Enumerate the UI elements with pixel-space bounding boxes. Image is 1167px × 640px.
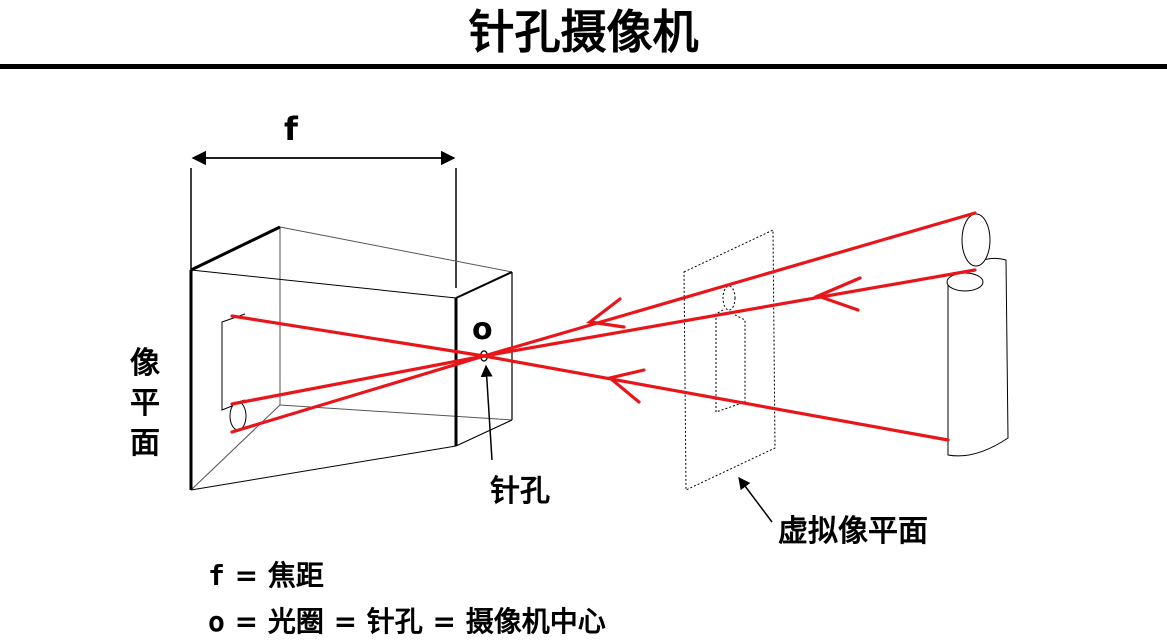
legend-f-value: = 焦距 (224, 559, 324, 592)
virtual-image-plane (683, 229, 776, 491)
focal-length-label: f (284, 110, 298, 148)
inverted-candle-image (221, 313, 247, 431)
title-underline (0, 64, 1167, 69)
ray-arrow-3 (606, 368, 646, 404)
legend-o-key: o (208, 605, 225, 638)
virtual-image-plane-label: 虚拟像平面 (778, 514, 928, 549)
ray-mid-inside (230, 354, 486, 406)
virtual-plane-pointer-arrow (738, 477, 773, 523)
pinhole-pointer-arrow (480, 364, 493, 461)
legend-o-value: = 光圈 = 针孔 = 摄像机中心 (224, 605, 606, 638)
image-plane-label: 像 平 面 (130, 346, 160, 461)
light-rays (230, 211, 977, 442)
optical-center-label: o (472, 312, 493, 347)
camera-box (189, 225, 513, 491)
ray-arrow-2 (813, 276, 862, 312)
legend-focal-length: f = 焦距 (208, 554, 324, 594)
focal-length-dimension (190, 150, 457, 288)
pinhole-label: 针孔 (490, 474, 550, 509)
legend-optical-center: o = 光圈 = 针孔 = 摄像机中心 (208, 600, 606, 640)
ray-bottom-to-pinhole (482, 354, 950, 442)
ray-top-to-pinhole (482, 211, 977, 358)
ray-top-inside (230, 314, 486, 358)
ray-bottom-inside (230, 354, 486, 434)
ray-mid-to-pinhole (482, 268, 977, 358)
page-title: 针孔摄像机 (468, 5, 699, 59)
candle-object (946, 213, 1009, 457)
ray-arrow-1 (586, 297, 626, 329)
legend-f-key: f (208, 559, 225, 592)
